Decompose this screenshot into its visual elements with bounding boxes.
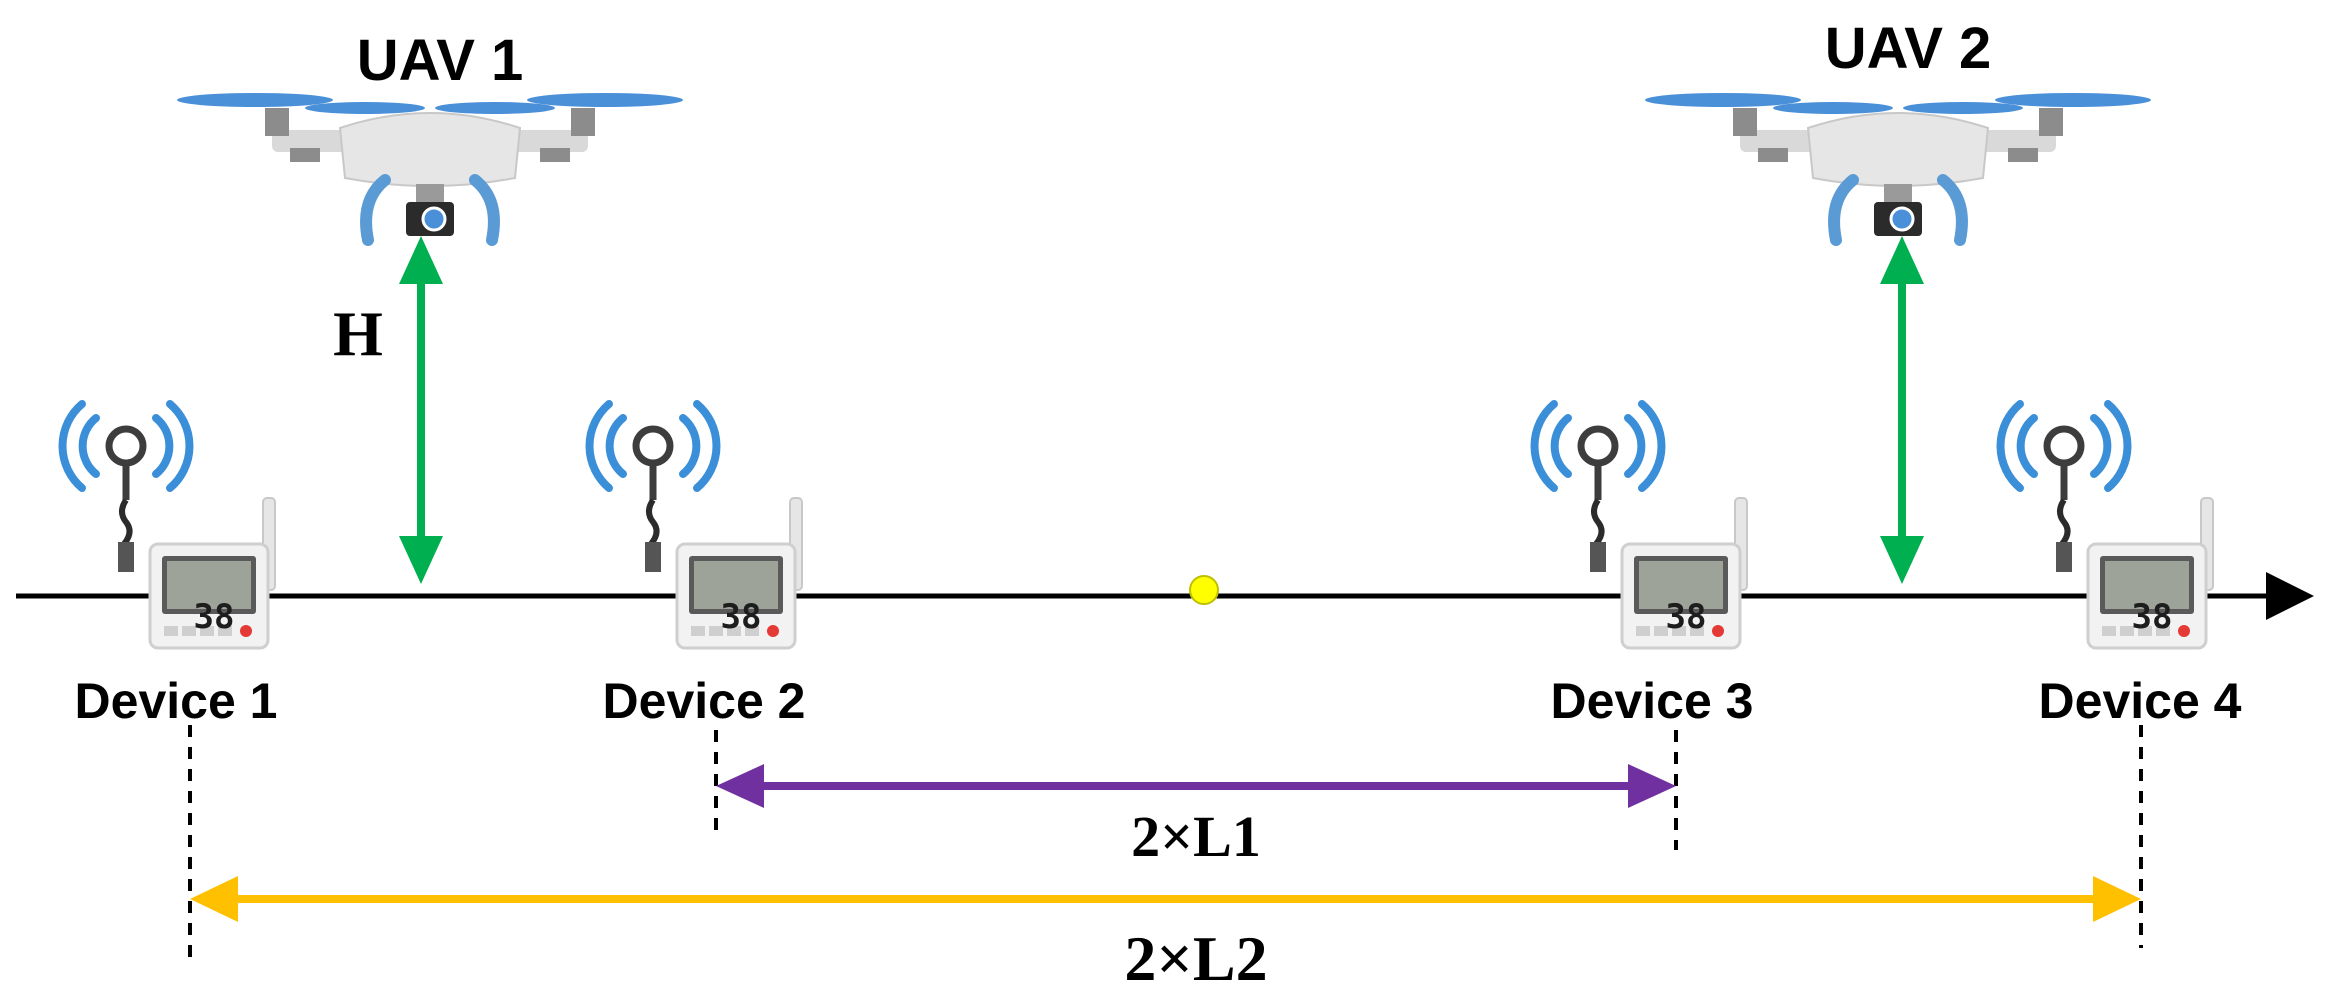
device-3-lcd: 38 — [1666, 597, 1707, 637]
device-4-lcd: 38 — [2132, 597, 2173, 637]
outer-distance-arrow — [190, 876, 2141, 922]
uav-2-label: UAV 2 — [1825, 16, 1992, 81]
device-1 — [63, 404, 275, 648]
center-point — [1189, 575, 1219, 605]
device-3-label: Device 3 — [1551, 673, 1754, 729]
device-2-label: Device 2 — [603, 673, 806, 729]
height-arrow-uav2 — [1880, 236, 1924, 584]
inner-distance-arrow — [716, 764, 1676, 808]
inner-distance-label: 2×L1 — [1131, 804, 1261, 869]
device-4 — [2001, 404, 2213, 648]
baseline-arrowhead — [2266, 572, 2314, 620]
height-label: H — [333, 298, 383, 369]
device-2 — [590, 404, 802, 648]
device-2-lcd: 38 — [721, 597, 762, 637]
outer-distance-label: 2×L2 — [1124, 923, 1267, 994]
device-1-lcd: 38 — [194, 597, 235, 637]
device-3 — [1535, 404, 1747, 648]
uav-2 — [1645, 93, 2151, 240]
uav-1 — [177, 93, 683, 240]
device-1-label: Device 1 — [75, 673, 278, 729]
device-4-label: Device 4 — [2039, 673, 2242, 729]
height-arrow-uav1 — [399, 236, 443, 584]
uav-1-label: UAV 1 — [357, 28, 524, 93]
